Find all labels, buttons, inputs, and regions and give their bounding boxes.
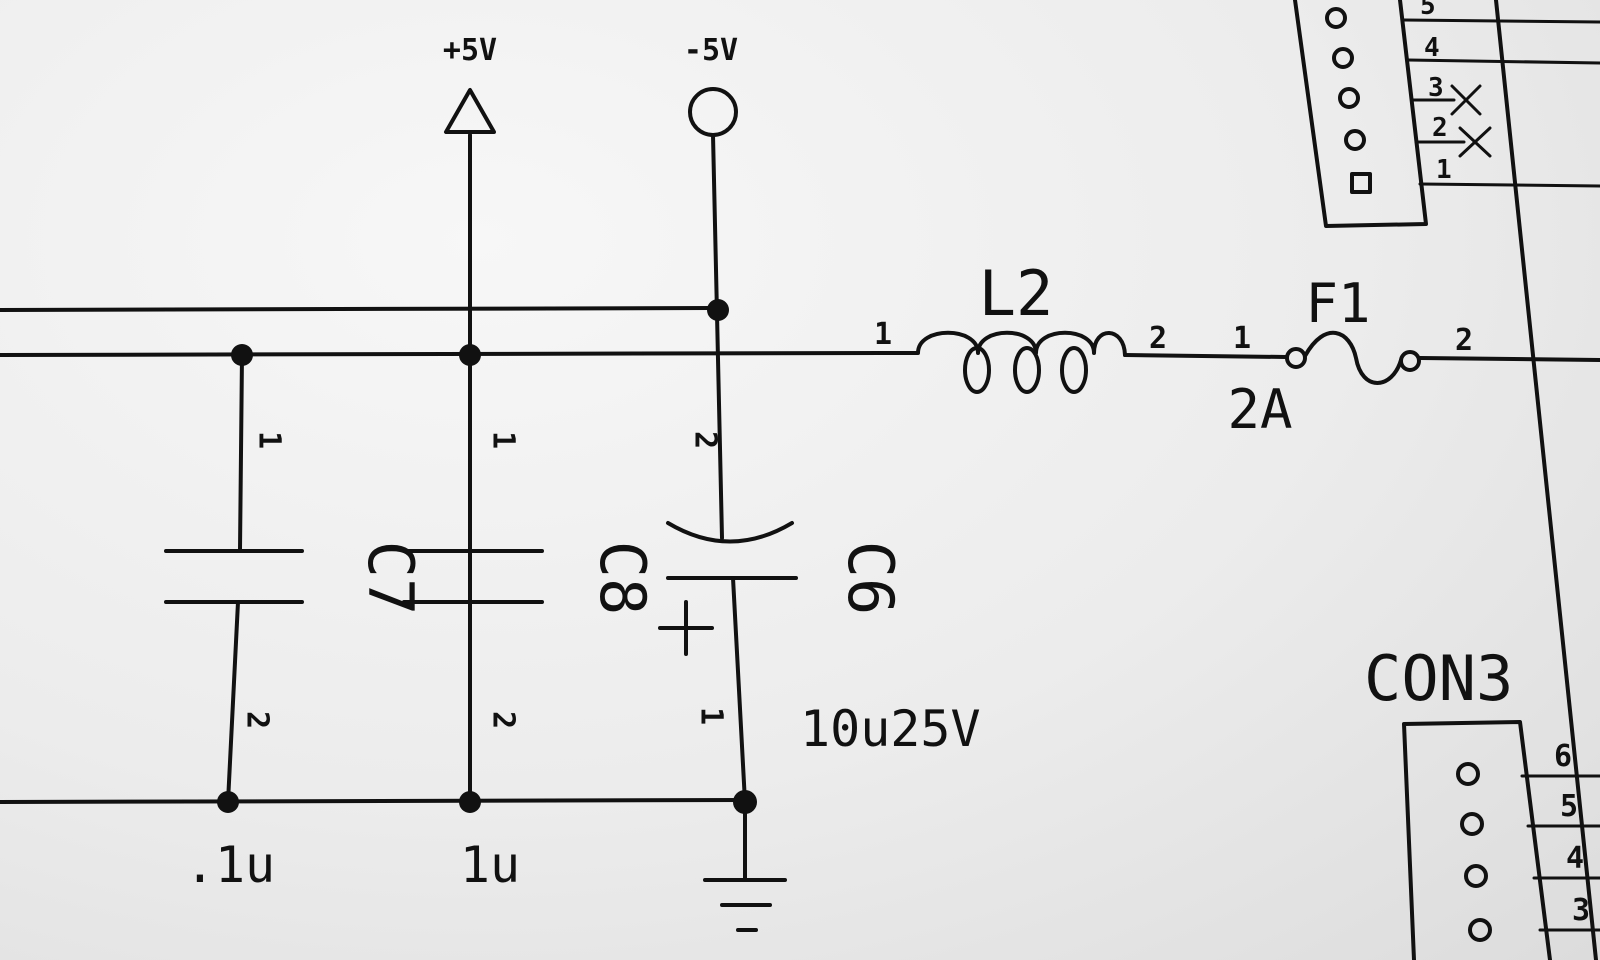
- con3-pin-label: 4: [1566, 841, 1584, 876]
- top-connector-pin-label: 4: [1424, 33, 1440, 63]
- junction-dot: [733, 790, 757, 814]
- connector-pin-round-icon: [1325, 7, 1347, 29]
- top-connector-pin-label: 5: [1420, 0, 1436, 21]
- connector-pin-round-icon: [1468, 918, 1492, 942]
- f1-out-wire: [1418, 356, 1600, 362]
- connector-pin-round-icon: [1456, 762, 1480, 786]
- c6-curved-plate: [666, 521, 794, 544]
- l2-f1-wire: [1123, 353, 1288, 359]
- con3-ref-label: CON3: [1364, 642, 1513, 715]
- c7-pin-bottom-label: 2: [240, 711, 275, 729]
- connector-pin-wire: [1406, 58, 1600, 65]
- l2-coil-top: [878, 330, 1127, 357]
- right-vertical-wire: [1494, 0, 1598, 960]
- no-connect-x-icon: [1458, 126, 1492, 158]
- f1-rating-label: 2A: [1227, 378, 1292, 441]
- f1-fuse-curve: [1303, 331, 1403, 385]
- connector-pin-wire: [1418, 182, 1600, 188]
- minus5v-drop-wire: [711, 133, 724, 540]
- c6-pin-top-label: 2: [688, 431, 723, 449]
- rail-minus5v-wire: [0, 306, 714, 312]
- plus5v-label: +5V: [443, 33, 497, 68]
- connector-pin-round-icon: [1464, 864, 1488, 888]
- c7-bottom-lead: [226, 600, 240, 804]
- c8-value-label: 1u: [460, 836, 520, 894]
- connector-pin-round-icon: [1344, 129, 1366, 151]
- l2-winding: [963, 346, 991, 394]
- l2-ref-label: L2: [979, 257, 1054, 330]
- l2-pin-right-label: 2: [1149, 321, 1167, 356]
- c6-bottom-lead: [731, 576, 747, 804]
- c6-value-label: 10u25V: [800, 700, 981, 758]
- plus5v-arrow-icon: [444, 88, 496, 134]
- con3-body: [1402, 720, 1552, 960]
- c6-ref-label: C6: [834, 541, 907, 616]
- junction-dot: [231, 344, 253, 366]
- rail-plus5v-wire: [0, 351, 882, 357]
- junction-dot: [707, 299, 729, 321]
- c7-value-label: .1u: [185, 836, 275, 894]
- c8-pin-bottom-label: 2: [486, 711, 521, 729]
- c8-pin-top-label: 1: [486, 431, 521, 449]
- l2-winding: [1060, 346, 1088, 394]
- l2-pin-left-label: 1: [874, 317, 892, 352]
- f1-pin-left-label: 1: [1233, 321, 1251, 356]
- minus5v-circle-icon: [688, 87, 738, 137]
- c6-pin-bottom-label: 1: [694, 707, 729, 725]
- f1-pin-right-label: 2: [1455, 323, 1473, 358]
- connector-pin-square-icon: [1350, 172, 1372, 194]
- c7-pin-top-label: 1: [252, 431, 287, 449]
- no-connect-x-icon: [1450, 84, 1482, 116]
- c8-ref-label: C8: [586, 541, 659, 616]
- connector-pin-wire: [1402, 18, 1600, 24]
- connector-pin-round-icon: [1460, 812, 1484, 836]
- minus5v-label: -5V: [684, 33, 738, 68]
- junction-dot: [459, 791, 481, 813]
- junction-dot: [459, 344, 481, 366]
- junction-dot: [217, 791, 239, 813]
- c7-top-lead: [238, 353, 244, 552]
- top-connector-body: [1293, 0, 1428, 228]
- top-connector-pin-label: 3: [1428, 73, 1444, 103]
- con3-pin-label: 5: [1560, 789, 1578, 824]
- top-connector-pin-label: 2: [1432, 113, 1448, 143]
- connector-pin-round-icon: [1332, 47, 1354, 69]
- con3-pin-label: 6: [1554, 739, 1572, 774]
- f1-terminal-left: [1285, 347, 1307, 369]
- f1-terminal-right: [1399, 350, 1421, 372]
- con3-pin-label: 3: [1572, 893, 1590, 928]
- top-connector-pin-label: 1: [1436, 155, 1452, 185]
- connector-pin-round-icon: [1338, 87, 1360, 109]
- ground-rail-wire: [0, 798, 747, 804]
- l2-winding: [1013, 346, 1041, 394]
- f1-ref-label: F1: [1305, 272, 1370, 335]
